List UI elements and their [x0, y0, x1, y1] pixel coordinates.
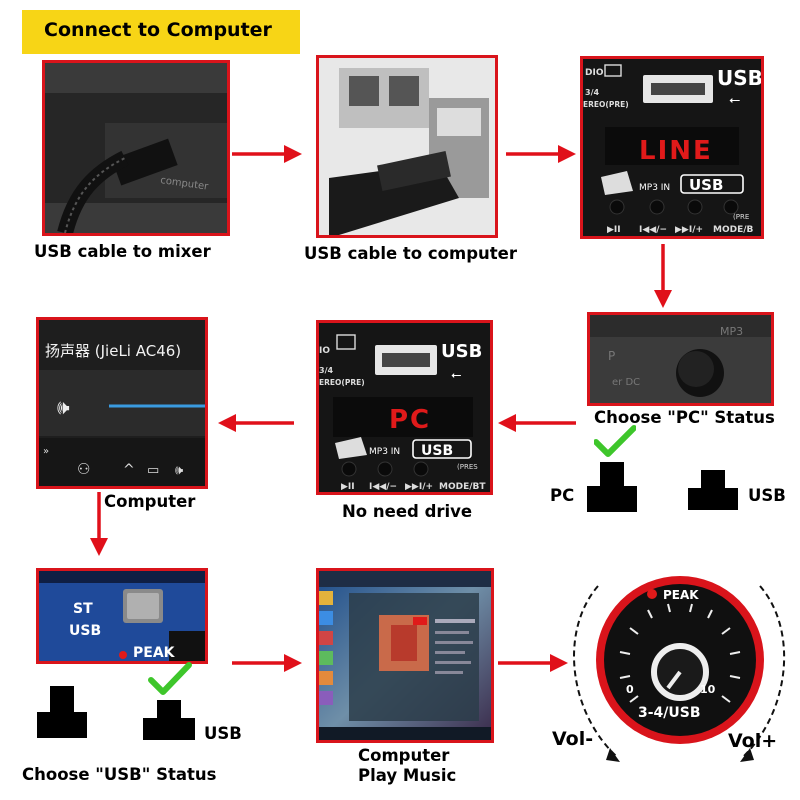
switch-label-pc: PC — [550, 486, 575, 505]
svg-text:MP3 IN: MP3 IN — [639, 183, 670, 193]
display-line: LINE — [639, 136, 713, 166]
svg-text:(PRE: (PRE — [733, 213, 749, 221]
svg-text:⚇: ⚇ — [77, 460, 90, 478]
title-banner: Connect to Computer — [22, 10, 300, 54]
svg-text:MODE/B: MODE/B — [713, 225, 754, 235]
display-pc: PC — [389, 405, 431, 435]
arrow-step7-to-step8 — [232, 654, 302, 672]
svg-text:🕪: 🕪 — [175, 463, 183, 478]
svg-text:3/4: 3/4 — [319, 366, 333, 375]
arrow-step2-to-step3 — [506, 145, 576, 163]
photo-pc-button: P er DC MP3 — [587, 312, 774, 406]
switch-pc-position-icon-2 — [37, 686, 87, 738]
svg-text:MODE/BT: MODE/BT — [439, 482, 486, 492]
photo-windows-speaker: 扬声器 (JieLi AC46) 🕪 » ⚇ ^ ▭ 🕪 — [36, 317, 208, 489]
arrow-step6-to-step7 — [90, 492, 108, 556]
mixer-st-label: ST — [73, 601, 93, 617]
caption-choose-usb-status: Choose "USB" Status — [22, 765, 217, 784]
photo-usb-cable-mixer: computer — [42, 60, 230, 236]
caption-computer: Computer — [104, 492, 196, 511]
svg-text:▶▶I/+: ▶▶I/+ — [405, 482, 433, 492]
caption-choose-pc-status: Choose "PC" Status — [594, 408, 775, 427]
arrow-step8-to-step9 — [498, 654, 568, 672]
mixer-usb-label: USB — [69, 623, 101, 639]
switch-label-usb: USB — [748, 486, 786, 505]
svg-text:I◀◀/−: I◀◀/− — [639, 225, 667, 235]
speaker-device-name: 扬声器 (JieLi AC46) — [45, 342, 182, 360]
svg-text:DIO: DIO — [585, 68, 604, 78]
mixer-panel-line-illustration: DIO 3/4 EREO(PRE) USB ⭠ LINE MP3 IN USB … — [583, 59, 761, 236]
page-title: Connect to Computer — [44, 19, 272, 41]
svg-text:er DC: er DC — [612, 377, 640, 388]
stereo-label: 3/4 — [585, 88, 599, 97]
svg-text:USB: USB — [421, 443, 453, 459]
mixer-usb-switch-illustration: ST USB PEAK — [39, 571, 205, 661]
svg-text:▶II: ▶II — [341, 482, 355, 492]
photo-computer-play-music — [316, 568, 494, 743]
svg-text:MP3 IN: MP3 IN — [369, 447, 400, 457]
caption-usb-cable-computer: USB cable to computer — [304, 244, 517, 263]
switch-pc-position-icon — [587, 462, 637, 512]
arrow-step3-to-step4 — [654, 244, 672, 308]
svg-text:⭠: ⭠ — [729, 92, 740, 108]
pc-button-illustration: P er DC MP3 — [590, 315, 771, 403]
photo-mixer-panel-line: DIO 3/4 EREO(PRE) USB ⭠ LINE MP3 IN USB … — [580, 56, 764, 239]
svg-text:EREO(PRE): EREO(PRE) — [583, 100, 629, 109]
speaker-icon: 🕪 — [57, 395, 70, 419]
volume-knob-illustration — [573, 576, 786, 762]
mixer-panel-pc-illustration: IO 3/4 EREO(PRE) USB ⭠ PC MP3 IN USB (PR… — [319, 323, 490, 492]
switch-usb-position-icon — [688, 470, 738, 510]
usb-cable-mixer-illustration: computer — [45, 63, 227, 233]
photo-mixer-panel-pc: IO 3/4 EREO(PRE) USB ⭠ PC MP3 IN USB (PR… — [316, 320, 493, 495]
svg-text:(PRES: (PRES — [457, 463, 478, 471]
vol-minus-label: Vol- — [552, 728, 594, 750]
caption-usb-cable-mixer: USB cable to mixer — [34, 242, 211, 261]
svg-text:I◀◀/−: I◀◀/− — [369, 482, 397, 492]
volume-slider-illustration: 🕪 » ⚇ ^ ▭ 🕪 — [39, 370, 205, 486]
svg-text:IO: IO — [319, 346, 330, 356]
caption-computer-2: Computer — [358, 746, 450, 765]
arrow-step1-to-step2 — [232, 145, 302, 163]
arrow-step5-to-step6 — [218, 414, 294, 432]
peak-led-icon — [647, 589, 657, 599]
photo-mixer-usb-switch: ST USB PEAK — [36, 568, 208, 664]
svg-text:▭: ▭ — [147, 463, 159, 478]
vol-plus-label: Vol+ — [728, 730, 778, 752]
knob-zero-label: 0 — [626, 683, 634, 696]
svg-text:EREO(PRE): EREO(PRE) — [319, 378, 365, 387]
svg-text:MP3: MP3 — [720, 325, 743, 338]
caption-play-music: Play Music — [358, 766, 457, 785]
checkmark-pc-icon — [594, 425, 636, 457]
photo-usb-cable-computer — [316, 55, 498, 238]
arrow-step4-to-step5 — [498, 414, 576, 432]
svg-text:⭠: ⭠ — [451, 368, 461, 383]
mixer-peak-label: PEAK — [133, 645, 176, 661]
svg-text:USB: USB — [441, 341, 482, 362]
knob-channel-label: 3-4/USB — [638, 705, 701, 721]
svg-text:P: P — [608, 349, 615, 363]
knob-peak-label: PEAK — [663, 588, 699, 602]
usb-cable-computer-illustration — [319, 58, 495, 235]
svg-text:▶▶I/+: ▶▶I/+ — [675, 225, 703, 235]
usb-port-label: USB — [717, 66, 761, 90]
switch-label-usb-2: USB — [204, 724, 242, 743]
caption-no-need-drive: No need drive — [342, 502, 473, 521]
switch-usb-position-icon-2 — [143, 700, 195, 740]
knob-ten-label: 10 — [700, 683, 716, 696]
svg-text:^: ^ — [123, 462, 135, 478]
computer-screen-illustration — [319, 571, 491, 740]
svg-text:USB: USB — [689, 176, 723, 194]
svg-text:▶II: ▶II — [607, 225, 621, 235]
checkmark-usb-icon — [148, 662, 192, 695]
svg-text:»: » — [43, 446, 49, 457]
